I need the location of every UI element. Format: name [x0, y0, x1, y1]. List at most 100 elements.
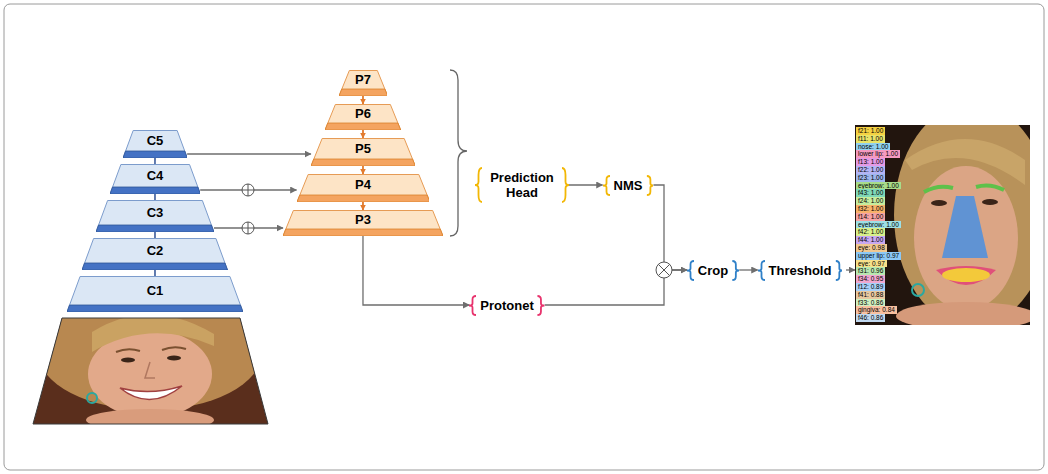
output-photo [924, 187, 953, 192]
pyramid-level: P5 [311, 138, 415, 166]
input-photo [167, 356, 181, 361]
connector [154, 194, 156, 200]
detection-label: lower lip: 1.00 [856, 150, 900, 158]
right-bracket [562, 168, 569, 202]
input-photo [87, 393, 97, 403]
stage-box: NMS [603, 175, 654, 196]
right-bracket [835, 261, 842, 280]
level-bar [283, 229, 443, 236]
pyramid-level: C3 [96, 200, 214, 232]
node-label: Protonet [480, 298, 533, 313]
connector [653, 185, 686, 270]
level-fill [283, 211, 443, 237]
node-label: Prediction Head [486, 170, 558, 200]
level-fill [110, 165, 200, 195]
detection-label: f34: 0.95 [856, 275, 885, 283]
detection-label: f21: 1.00 [856, 127, 885, 135]
output-photo [976, 186, 1004, 190]
pyramid-level: C1 [67, 276, 243, 312]
output-photo [936, 266, 996, 285]
pyramid-level: C5 [123, 130, 187, 158]
connector [154, 158, 156, 164]
input-photo [86, 409, 214, 431]
level-bar [96, 225, 214, 232]
pyramid-level: P6 [325, 104, 401, 130]
right-bracket [646, 176, 653, 195]
pyramid-level: P7 [339, 70, 388, 96]
node-label: C5 [123, 130, 187, 148]
sum-symbol [242, 222, 254, 234]
level-fill [339, 71, 388, 97]
detection-label: f13: 1.00 [856, 158, 885, 166]
detection-label: f32: 1.00 [856, 205, 885, 213]
level-bar [67, 305, 243, 312]
right-bracket [538, 296, 545, 315]
output-photo [894, 125, 1030, 325]
detection-label: f14: 1.00 [856, 213, 885, 221]
node-label: C3 [96, 200, 214, 220]
node-label: C2 [82, 238, 228, 258]
node-label: P6 [325, 104, 401, 121]
node-label: Crop [698, 263, 728, 278]
connector [569, 184, 603, 185]
pyramid-level: P3 [283, 210, 443, 236]
input-photo [116, 349, 140, 352]
input-photo [121, 358, 135, 363]
detection-label: f22: 1.00 [856, 166, 885, 174]
detection-label: nose: 1.00 [856, 143, 890, 151]
detection-label: eye: 0.97 [856, 260, 887, 268]
detection-label: f31: 0.96 [856, 267, 885, 275]
output-photo [896, 302, 1030, 325]
node-label: C4 [110, 164, 200, 183]
detection-label: upper lip: 0.97 [856, 252, 901, 260]
stage-box: Protonet [469, 295, 544, 316]
level-fill [67, 277, 243, 313]
node-label: P7 [339, 70, 388, 87]
connector [363, 236, 469, 305]
level-bar [311, 159, 415, 166]
node-label: P3 [283, 210, 443, 227]
left-bracket [469, 296, 476, 315]
detection-label: f44: 1.00 [856, 236, 885, 244]
connector [362, 202, 364, 210]
detection-list: f21: 1.00f11: 1.00nose: 1.00lower lip: 1… [856, 127, 901, 322]
level-bar [82, 263, 228, 270]
sum-symbol [242, 184, 254, 234]
node-label: P5 [311, 138, 415, 156]
node-label: P4 [297, 174, 430, 192]
pyramid-level: C2 [82, 238, 228, 270]
detection-label: f33: 0.86 [856, 299, 885, 307]
connector [362, 166, 364, 174]
input-photo [145, 362, 155, 378]
level-fill [82, 239, 228, 271]
level-bar [339, 89, 388, 96]
input-photo-border [33, 318, 268, 424]
level-bar [123, 151, 187, 158]
output-photo [905, 139, 1025, 185]
level-bar [110, 187, 200, 194]
pyramid-level: C4 [110, 164, 200, 194]
output-photo [942, 196, 988, 258]
output-photo [942, 268, 990, 282]
output-photo [912, 284, 924, 296]
detection-label: f42: 1.00 [856, 228, 885, 236]
level-bar [297, 195, 430, 202]
left-bracket [475, 168, 482, 202]
detection-label: eye: 0.98 [856, 244, 887, 252]
detection-label: f11: 1.00 [856, 135, 885, 143]
node-label: Threshold [769, 263, 832, 278]
figure-frame [4, 4, 1044, 470]
detection-label: eyebrow: 1.00 [856, 221, 901, 229]
pyramid-level: P4 [297, 174, 430, 202]
output-photo [855, 125, 1030, 325]
product-symbol [658, 264, 669, 275]
level-fill [96, 201, 214, 233]
detection-label: gingiva: 0.84 [856, 306, 897, 314]
connector [362, 130, 364, 138]
output-arrow [846, 269, 855, 270]
connector [154, 270, 156, 276]
input-photo [162, 347, 186, 350]
detection-label: eyebrow: 1.00 [856, 182, 901, 190]
detection-label: f23: 1.00 [856, 174, 885, 182]
